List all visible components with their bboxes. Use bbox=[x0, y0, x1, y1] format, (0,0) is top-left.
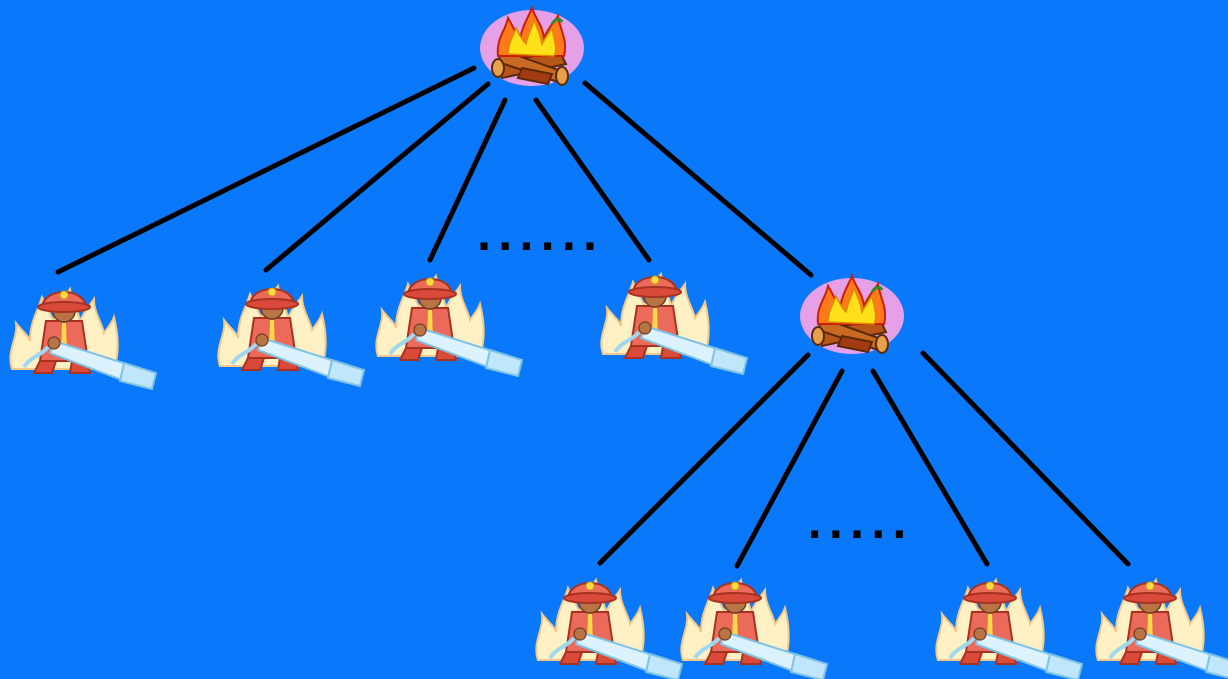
edge-sub-fire-to-firefighter bbox=[920, 350, 1131, 567]
sub-fire-icon bbox=[798, 274, 906, 356]
edge-sub-fire-to-firefighter bbox=[597, 352, 811, 566]
edge-sub-fire-to-firefighter bbox=[734, 368, 845, 569]
edge-root-to-firefighter bbox=[263, 81, 491, 273]
firefighter-icon bbox=[934, 578, 1084, 679]
firefighter-icon bbox=[216, 284, 366, 388]
ellipsis-more-children: ..... bbox=[807, 502, 913, 548]
firefighter-icon bbox=[679, 578, 829, 679]
firefighter-icon bbox=[534, 578, 684, 679]
ellipsis-more-children: ...... bbox=[476, 214, 603, 260]
edge-root-to-firefighter bbox=[533, 97, 652, 263]
edge-root-to-firefighter bbox=[55, 65, 477, 275]
firefighter-icon bbox=[8, 287, 158, 391]
edge-sub-fire-to-firefighter bbox=[870, 368, 990, 567]
firefighter-icon bbox=[374, 274, 524, 378]
edge-root-to-sub-fire bbox=[582, 80, 814, 278]
firefighter-icon bbox=[1094, 578, 1228, 679]
firefighter-icon bbox=[599, 272, 749, 376]
root-fire-icon bbox=[478, 6, 586, 88]
edge-root-to-firefighter bbox=[427, 97, 508, 263]
